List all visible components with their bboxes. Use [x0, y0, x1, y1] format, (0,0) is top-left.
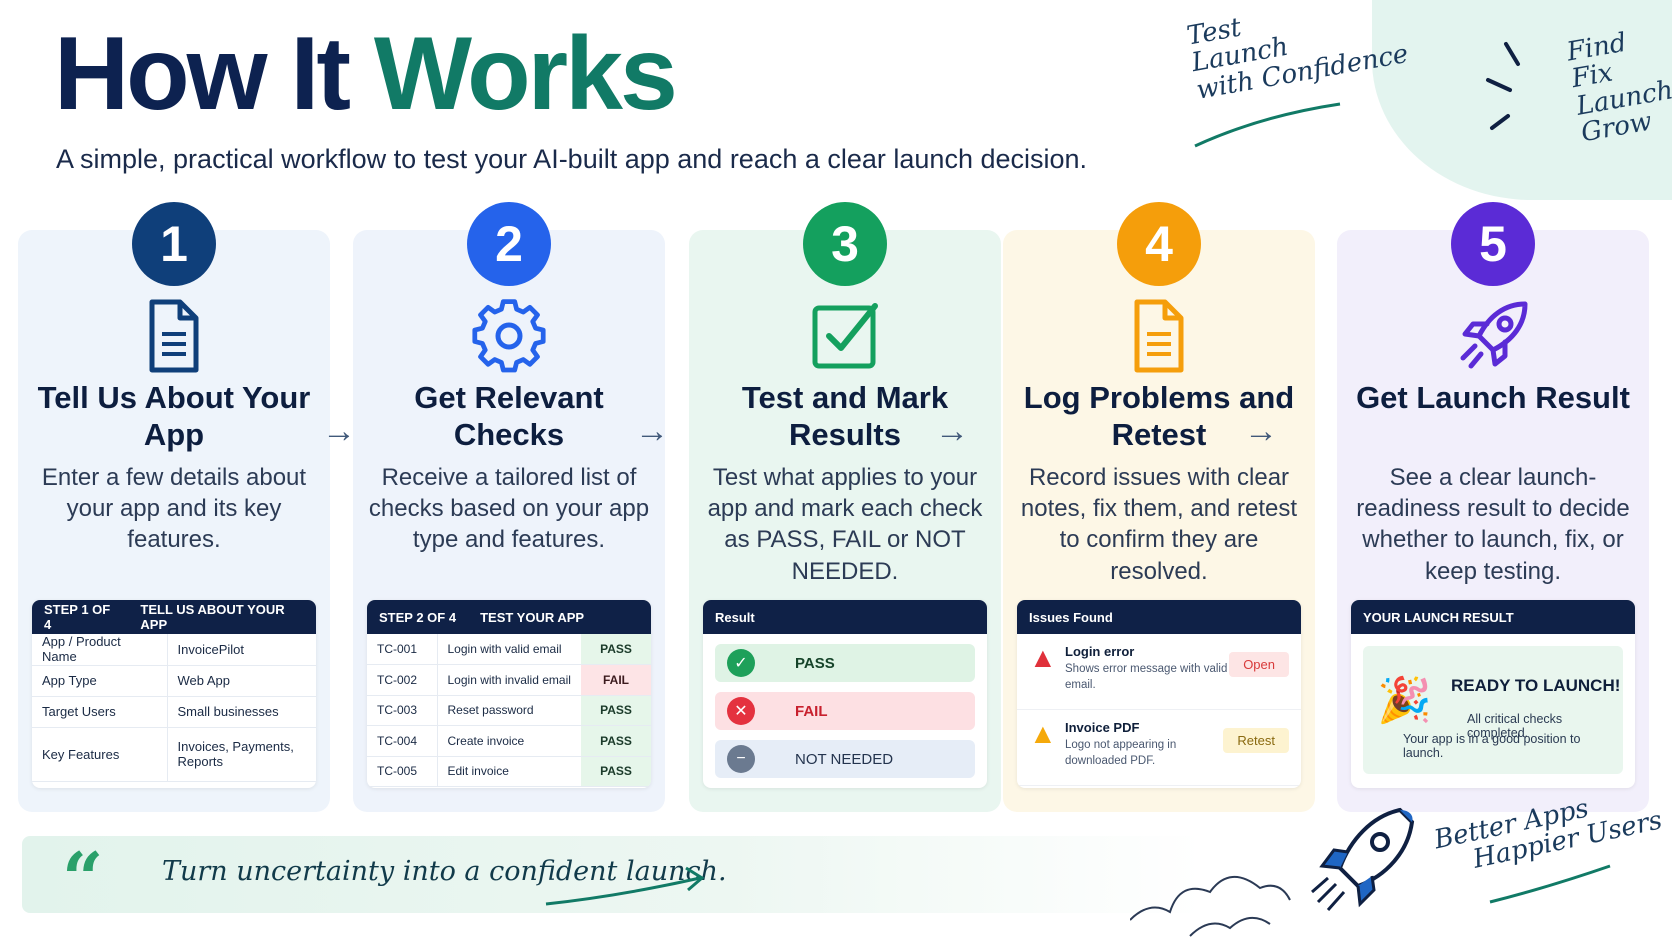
step-card-3: 3 Test and Mark Results Test what applie…: [689, 202, 1001, 812]
minus-icon: −: [727, 745, 755, 773]
step-title: Get Relevant Checks: [414, 380, 604, 452]
document-icon: [149, 299, 199, 373]
warning-icon: ▲: [1029, 718, 1057, 749]
rocket-icon: [1460, 301, 1528, 369]
step-number: 1: [132, 202, 216, 286]
step-title: Tell Us About Your App: [37, 380, 311, 452]
swoosh-arrow-icon: [545, 866, 705, 906]
page-subtitle: A simple, practical workflow to test you…: [56, 144, 1088, 174]
status-badge[interactable]: Retest: [1223, 728, 1289, 753]
quote-banner: [22, 836, 1202, 913]
list-item[interactable]: ▲ Login error Shows error message with v…: [1017, 634, 1301, 710]
result-panel: Result ✓PASS ✕FAIL −NOT NEEDED: [703, 600, 987, 788]
panel-header: YOUR LAUNCH RESULT: [1351, 600, 1635, 634]
panel-header: Issues Found: [1017, 600, 1301, 634]
step-title: Get Launch Result: [1356, 380, 1630, 415]
document-icon: [1134, 299, 1184, 373]
launch-result-box: 🎉 READY TO LAUNCH! All critical checks c…: [1363, 646, 1623, 774]
status-badge: PASS: [581, 695, 651, 726]
result-option-fail[interactable]: ✕FAIL: [715, 692, 975, 730]
field-value[interactable]: Invoices, Payments, Reports: [167, 727, 316, 782]
step-description: Record issues with clear notes, fix them…: [1020, 464, 1298, 585]
step-description: Test what applies to your app and mark e…: [707, 464, 983, 585]
issues-panel: Issues Found ▲ Login error Shows error m…: [1017, 600, 1301, 788]
status-badge: FAIL: [581, 664, 651, 696]
list-item[interactable]: ▲ Invoice PDF Logo not appearing in down…: [1017, 710, 1301, 786]
checkbox-icon: [812, 303, 878, 369]
launch-result-panel: YOUR LAUNCH RESULT 🎉 READY TO LAUNCH! Al…: [1351, 600, 1635, 788]
step-number: 2: [467, 202, 551, 286]
status-badge: PASS: [581, 634, 651, 665]
page-title: How It Works: [54, 16, 678, 132]
result-heading: READY TO LAUNCH!: [1451, 676, 1621, 695]
step-number: 3: [803, 202, 887, 286]
arrow-right-icon: →: [935, 412, 969, 450]
step-number: 4: [1117, 202, 1201, 286]
warning-icon: ▲: [1029, 642, 1057, 673]
gear-icon: [472, 299, 546, 373]
step-title: Log Problems and Retest: [1023, 380, 1295, 452]
spark-icon: [1486, 42, 1520, 130]
status-badge: PASS: [581, 725, 651, 757]
panel-header: Result: [703, 600, 987, 634]
status-badge[interactable]: Open: [1229, 652, 1289, 677]
step-title: Test and Mark Results: [741, 380, 949, 452]
party-popper-icon: 🎉: [1377, 676, 1432, 725]
arrow-right-icon: →: [635, 412, 669, 450]
arrow-right-icon: →: [322, 412, 356, 450]
result-option-not-needed[interactable]: −NOT NEEDED: [715, 740, 975, 778]
step-card-2: 2 Get Relevant Checks Receive a tailored…: [353, 202, 665, 812]
result-option-pass[interactable]: ✓PASS: [715, 644, 975, 682]
tagline-underline: [1194, 102, 1341, 148]
quote-text: Turn uncertainty into a confident launch…: [162, 856, 727, 887]
step-card-5: 5 Get Launch Result See a clear launch-r…: [1337, 202, 1649, 812]
step-card-1: 1 Tell Us About Your App Enter a few det…: [18, 202, 330, 812]
status-badge: PASS: [581, 756, 651, 787]
arrow-right-icon: →: [1244, 412, 1278, 450]
x-icon: ✕: [727, 697, 755, 725]
step-description: See a clear launch-readiness result to d…: [1356, 464, 1630, 585]
step-number: 5: [1451, 202, 1535, 286]
cloud-rocket-illustration: [1130, 807, 1415, 937]
field-value[interactable]: Web App: [167, 665, 316, 697]
step-description: Receive a tailored list of checks based …: [368, 464, 650, 554]
tagline-corner: Find Fix Launch Grow: [1564, 27, 1672, 149]
quote-icon: “: [62, 836, 104, 921]
check-icon: ✓: [727, 649, 755, 677]
tagline-underline: [1489, 864, 1611, 904]
field-value[interactable]: InvoicePilot: [167, 634, 316, 666]
step-card-4: 4 Log Problems and Retest Record issues …: [1003, 202, 1315, 812]
step-description: Enter a few details about your app and i…: [41, 464, 307, 554]
field-value[interactable]: Small businesses: [167, 696, 316, 728]
